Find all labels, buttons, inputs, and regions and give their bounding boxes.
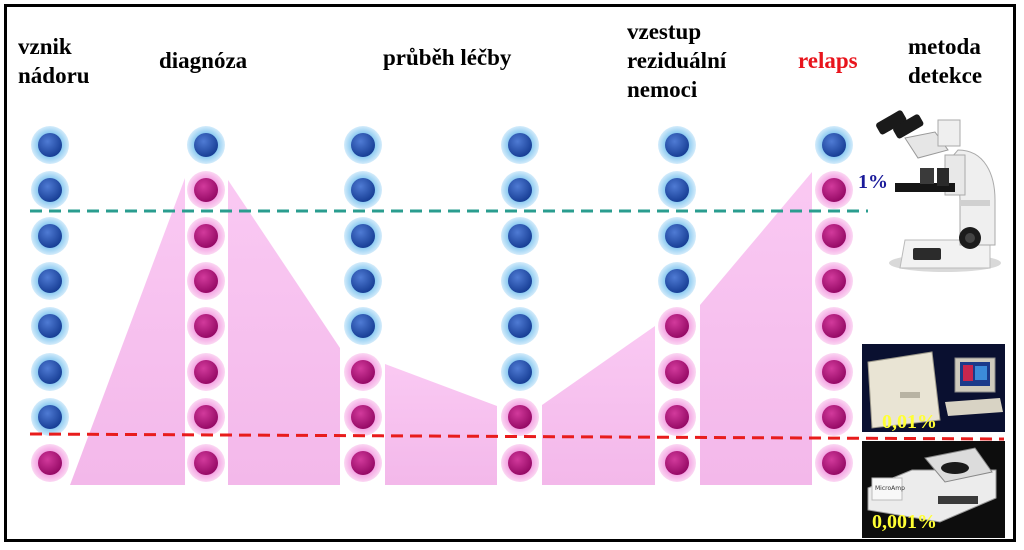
header-metoda-line2: detekce [908,63,983,88]
tumor-cell-c5-r7 [658,398,696,436]
pcr-percent: 0,001% [872,511,937,533]
normal-cell-c1-r1 [31,126,69,164]
tumor-cell-c2-r5 [187,307,225,345]
normal-cell-c5-r2 [658,171,696,209]
normal-cell-c1-r3 [31,217,69,255]
header-vznik-line2: nádoru [18,63,90,88]
tumor-cell-c5-r5 [658,307,696,345]
tumor-cell-c6-r4 [815,262,853,300]
pcr-machine-image: MicroAmp [862,441,1005,538]
normal-cell-c4-r1 [501,126,539,164]
tumor-cell-c1-r8 [31,444,69,482]
burden-segment-4 [542,326,655,485]
burden-segment-1 [70,178,185,485]
header-vznik-nadoru: vznik nádoru [18,32,90,90]
normal-cell-c3-r3 [344,217,382,255]
tumor-burden-area [70,172,812,485]
burden-segment-5 [700,172,812,485]
tumor-cell-c2-r2 [187,171,225,209]
microscope-image [876,110,1001,272]
flow-cytometry-percent: 0,01% [882,411,937,433]
tumor-cell-c6-r6 [815,353,853,391]
header-prubeh-line1: průběh léčby [383,45,512,70]
header-vzestup-line2: reziduální [627,48,727,73]
header-prubeh-lecby: průběh léčby [383,43,511,72]
header-diagnoza-line1: diagnóza [159,48,248,73]
tumor-cell-c5-r6 [658,353,696,391]
tumor-cell-c6-r2 [815,171,853,209]
normal-cell-c1-r4 [31,262,69,300]
header-relaps: relaps [798,46,858,75]
flow-cytometer-image [862,344,1005,432]
tumor-cell-c4-r8 [501,444,539,482]
normal-cell-c2-r1 [187,126,225,164]
normal-cell-c1-r7 [31,398,69,436]
tumor-cell-c6-r3 [815,217,853,255]
tumor-cell-c6-r7 [815,398,853,436]
header-vzestup-line3: nemoci [627,77,698,102]
header-metoda-line1: metoda [908,34,981,59]
normal-cell-c5-r1 [658,126,696,164]
tumor-cell-c5-r8 [658,444,696,482]
normal-cell-c1-r6 [31,353,69,391]
header-vznik-line1: vznik [18,34,72,59]
normal-cell-c3-r5 [344,307,382,345]
normal-cell-c3-r2 [344,171,382,209]
microscope-percent: 1% [858,171,888,193]
normal-cell-c4-r4 [501,262,539,300]
tumor-cell-c6-r8 [815,444,853,482]
burden-segment-3 [385,364,497,485]
header-relaps-line1: relaps [798,48,858,73]
tumor-cell-c6-r5 [815,307,853,345]
svg-text:MicroAmp: MicroAmp [875,485,905,492]
normal-cell-c1-r5 [31,307,69,345]
tumor-cell-c2-r7 [187,398,225,436]
normal-cell-c4-r6 [501,353,539,391]
tumor-cell-c2-r4 [187,262,225,300]
normal-cell-c4-r5 [501,307,539,345]
pcr-threshold-line [29,432,1005,441]
normal-cell-c3-r1 [344,126,382,164]
tumor-cell-c4-r7 [501,398,539,436]
header-metoda-detekce: metoda detekce [908,32,982,90]
tumor-cell-c3-r6 [344,353,382,391]
header-vzestup-rezidualni-nemoci: vzestup reziduální nemoci [627,17,726,104]
normal-cell-c4-r2 [501,171,539,209]
burden-segment-2 [228,180,340,485]
normal-cell-c4-r3 [501,217,539,255]
normal-cell-c5-r3 [658,217,696,255]
tumor-cell-c2-r6 [187,353,225,391]
tumor-cell-c3-r7 [344,398,382,436]
normal-cell-c1-r2 [31,171,69,209]
tumor-cell-c3-r8 [344,444,382,482]
normal-cell-c6-r1 [815,126,853,164]
normal-cell-c3-r4 [344,262,382,300]
header-vzestup-line1: vzestup [627,19,702,44]
normal-cell-c5-r4 [658,262,696,300]
header-diagnoza: diagnóza [159,46,247,75]
tumor-cell-c2-r8 [187,444,225,482]
cell-grid [31,126,853,482]
tumor-cell-c2-r3 [187,217,225,255]
